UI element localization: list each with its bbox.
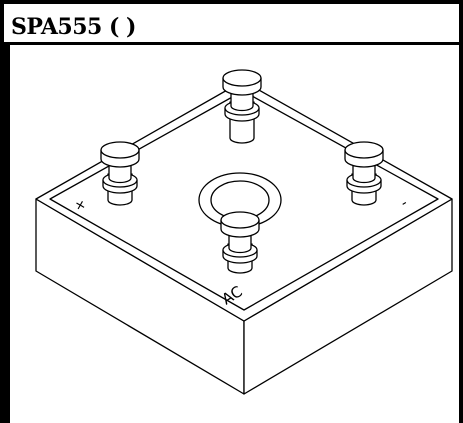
terminal-pins <box>100 69 384 274</box>
center-terminal-pin <box>220 211 260 274</box>
top-terminal-pin <box>222 69 262 144</box>
left-border-bar <box>0 45 10 423</box>
right-terminal-pin <box>344 141 384 206</box>
part-title: SPA555 ( ) <box>11 14 136 40</box>
header-divider <box>0 42 463 45</box>
left-terminal-pin <box>100 141 140 206</box>
